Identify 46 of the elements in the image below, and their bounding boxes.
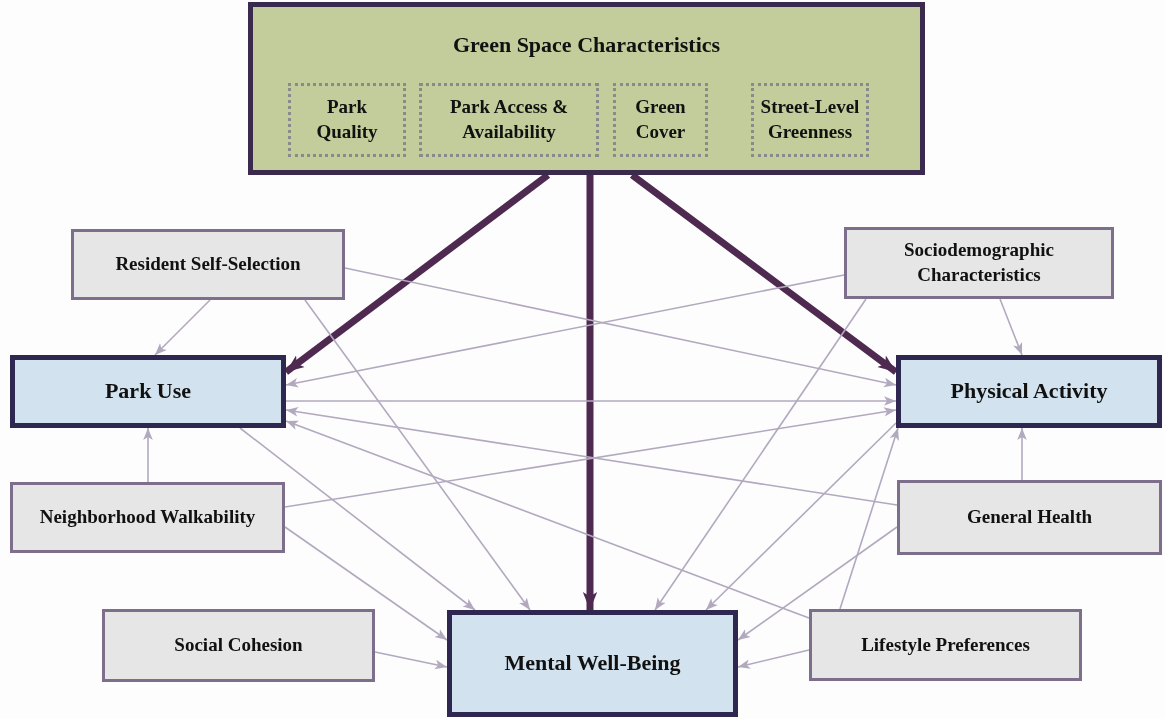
node-label: Physical Activity bbox=[949, 377, 1109, 406]
dotted-box bbox=[288, 83, 406, 157]
node-label: Green Space Characteristics bbox=[451, 31, 722, 59]
arrow bbox=[285, 274, 845, 388]
outcome-box bbox=[10, 355, 286, 428]
factor-box bbox=[897, 480, 1162, 555]
arrow bbox=[705, 422, 897, 611]
node-label: Sociodemographic Characteristics bbox=[903, 238, 1055, 287]
node-label: Resident Self-Selection bbox=[114, 252, 302, 277]
arrow bbox=[737, 526, 898, 641]
node-label: Park Quality bbox=[315, 95, 379, 144]
dotted-box bbox=[751, 83, 869, 157]
factor-box bbox=[102, 609, 375, 682]
arrow bbox=[143, 427, 153, 483]
node-label: Neighborhood Walkability bbox=[38, 505, 257, 530]
arrow bbox=[285, 420, 810, 619]
arrow bbox=[344, 267, 897, 388]
node-label: Lifestyle Preferences bbox=[860, 632, 1031, 657]
group-box bbox=[248, 2, 925, 175]
arrow bbox=[285, 396, 897, 406]
dotted-box bbox=[419, 83, 599, 157]
factor-box bbox=[10, 482, 285, 553]
arrow bbox=[737, 649, 810, 669]
node-label: General Health bbox=[965, 505, 1094, 530]
factor-box bbox=[844, 227, 1114, 299]
node-label: Park Access & Availability bbox=[448, 95, 570, 144]
arrow bbox=[154, 299, 211, 356]
arrow bbox=[304, 299, 531, 611]
node-label: Green Cover bbox=[634, 95, 687, 144]
node-label: Park Use bbox=[103, 377, 193, 406]
arrow bbox=[582, 175, 598, 610]
node-label: Street-Level Greenness bbox=[759, 95, 861, 144]
arrow bbox=[1017, 427, 1027, 481]
arrow bbox=[239, 427, 476, 611]
node-label: Social Cohesion bbox=[173, 633, 304, 658]
outcome-box bbox=[447, 610, 738, 717]
outcome-box bbox=[896, 355, 1162, 428]
arrow bbox=[839, 427, 899, 610]
arrow bbox=[284, 526, 448, 641]
dotted-box bbox=[613, 83, 708, 157]
factor-box bbox=[809, 609, 1082, 681]
arrow bbox=[374, 651, 448, 670]
arrow bbox=[999, 298, 1023, 356]
node-label: Mental Well-Being bbox=[503, 649, 682, 678]
factor-box bbox=[71, 229, 345, 300]
arrow bbox=[654, 298, 867, 611]
